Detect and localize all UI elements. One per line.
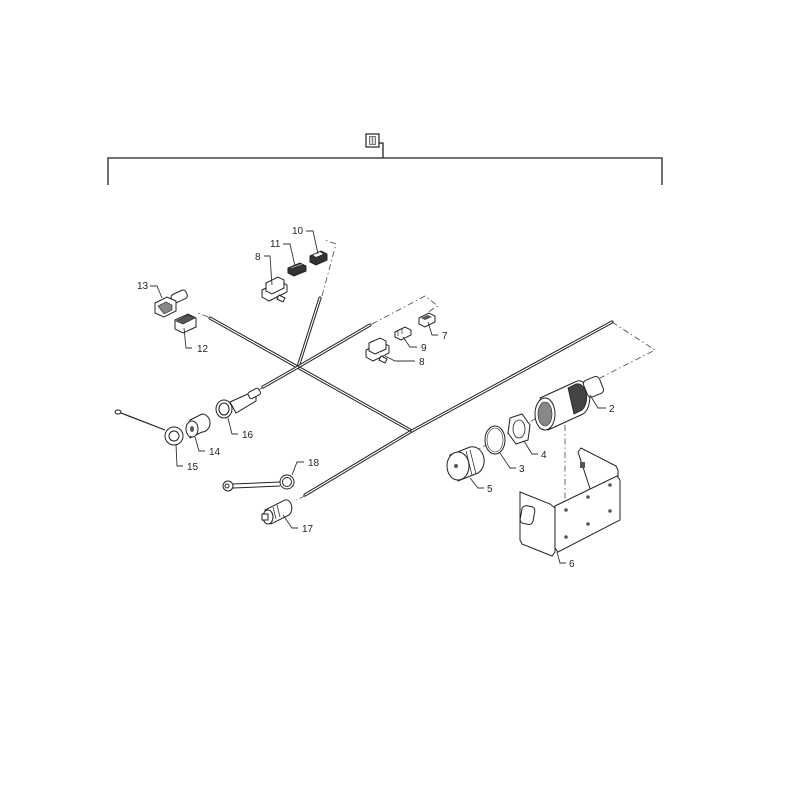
part-17-connector-plug[interactable] <box>261 499 293 525</box>
part-12-connector-housing[interactable] <box>174 313 197 334</box>
part-13-connector-boot[interactable] <box>154 289 188 318</box>
callout-9[interactable]: 9 <box>421 343 427 354</box>
callout-15[interactable]: 15 <box>187 462 199 473</box>
part-18-dust-cap-tether[interactable] <box>222 474 295 492</box>
part-2-connector-receptacle[interactable] <box>534 375 605 431</box>
callout-2[interactable]: 2 <box>609 404 615 415</box>
harness-wires <box>208 296 614 497</box>
callout-leaders <box>150 230 606 564</box>
callout-13[interactable]: 13 <box>137 281 149 292</box>
part-5-protective-cap[interactable] <box>446 446 485 482</box>
callout-8-lower[interactable]: 8 <box>419 357 425 368</box>
callout-14[interactable]: 14 <box>209 447 221 458</box>
part-9-terminal-lock[interactable] <box>394 326 412 341</box>
callout-8-upper[interactable]: 8 <box>255 252 261 263</box>
part-3-o-ring[interactable] <box>484 425 506 455</box>
callout-12[interactable]: 12 <box>197 344 209 355</box>
callout-3[interactable]: 3 <box>519 464 525 475</box>
callout-16[interactable]: 16 <box>242 430 254 441</box>
part-11-terminal-lock[interactable] <box>287 262 307 277</box>
assembly-symbol-icon[interactable] <box>365 133 384 158</box>
callout-17[interactable]: 17 <box>302 524 314 535</box>
callout-5[interactable]: 5 <box>487 484 493 495</box>
part-16-connector-plug[interactable] <box>215 387 261 419</box>
part-8-connector-clip[interactable] <box>261 276 288 303</box>
part-8-connector-clip-2[interactable] <box>365 337 390 364</box>
callout-10[interactable]: 10 <box>292 226 304 237</box>
callout-11[interactable]: 11 <box>270 239 281 250</box>
callout-6[interactable]: 6 <box>569 559 575 570</box>
part-6-mounting-bracket[interactable] <box>519 447 621 557</box>
callout-18[interactable]: 18 <box>308 458 320 469</box>
part-10-connector-housing[interactable] <box>309 250 328 266</box>
part-14-connector-body[interactable] <box>185 413 211 439</box>
part-15-cap-with-tether[interactable] <box>114 409 184 446</box>
assembly-bracket <box>107 157 663 185</box>
callout-4[interactable]: 4 <box>541 450 547 461</box>
callout-7[interactable]: 7 <box>442 331 448 342</box>
part-4-hex-nut[interactable] <box>507 413 531 445</box>
part-7-connector-housing[interactable] <box>418 312 436 328</box>
callout-labels: 13 12 8 11 10 8 9 7 15 14 16 18 17 5 3 4… <box>137 226 615 570</box>
